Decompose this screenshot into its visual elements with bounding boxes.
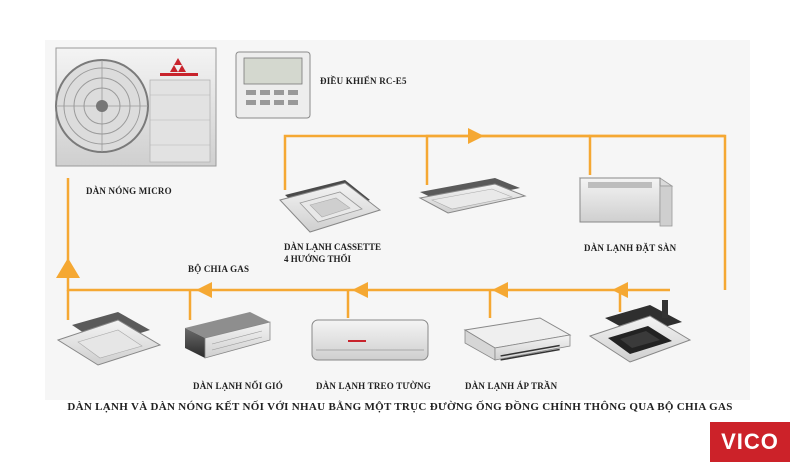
cassette-4way-unit bbox=[279, 180, 382, 233]
arrow-left-icon bbox=[196, 282, 212, 298]
floor-unit-label: DÀN LẠNH ĐẶT SÀN bbox=[584, 243, 677, 253]
arrow-up-icon bbox=[56, 258, 80, 278]
vico-logo: VICO bbox=[710, 422, 790, 462]
cassette-4way-label-line1: DÀN LẠNH CASSETTE bbox=[284, 242, 382, 252]
cassette-4way-label-line2: 4 HƯỚNG THỔI bbox=[284, 254, 352, 264]
arrow-left-icon bbox=[352, 282, 368, 298]
outdoor-unit-label: DÀN NÓNG MICRO bbox=[86, 186, 172, 196]
cassette-bottom-right-unit bbox=[588, 300, 692, 363]
arrow-right-icon bbox=[468, 128, 484, 144]
cassette-4way-label: DÀN LẠNH CASSETTE 4 HƯỚNG THỔI bbox=[284, 241, 381, 265]
pipe-cassette-branch bbox=[283, 134, 590, 190]
remote-controller bbox=[235, 51, 311, 119]
pipe-arrows bbox=[56, 128, 628, 298]
gas-splitter-label: BỘ CHIA GAS bbox=[188, 264, 250, 274]
floor-standing-unit bbox=[578, 177, 674, 227]
pipe-network bbox=[66, 134, 727, 320]
brand-logo-icon bbox=[170, 58, 186, 72]
diagram-caption: DÀN LẠNH VÀ DÀN NÓNG KẾT NỐI VỚI NHAU BẰ… bbox=[67, 401, 733, 413]
outdoor-unit bbox=[55, 47, 217, 167]
wall-unit-label: DÀN LẠNH TREO TƯỜNG bbox=[316, 381, 431, 391]
wall-mounted-unit bbox=[311, 319, 429, 361]
ducted-unit-label: DÀN LẠNH NỐI GIÓ bbox=[193, 381, 283, 391]
controller-label: ĐIỀU KHIỂN RC-E5 bbox=[320, 76, 407, 86]
arrow-left-icon bbox=[492, 282, 508, 298]
ceiling-unit-label: DÀN LẠNH ÁP TRẦN bbox=[465, 381, 558, 391]
arrow-left-icon bbox=[612, 282, 628, 298]
cassette-2way-unit bbox=[418, 178, 527, 214]
ceiling-suspended-unit bbox=[463, 317, 572, 361]
ducted-unit bbox=[185, 312, 271, 359]
cassette-bottom-left-unit bbox=[56, 312, 162, 366]
